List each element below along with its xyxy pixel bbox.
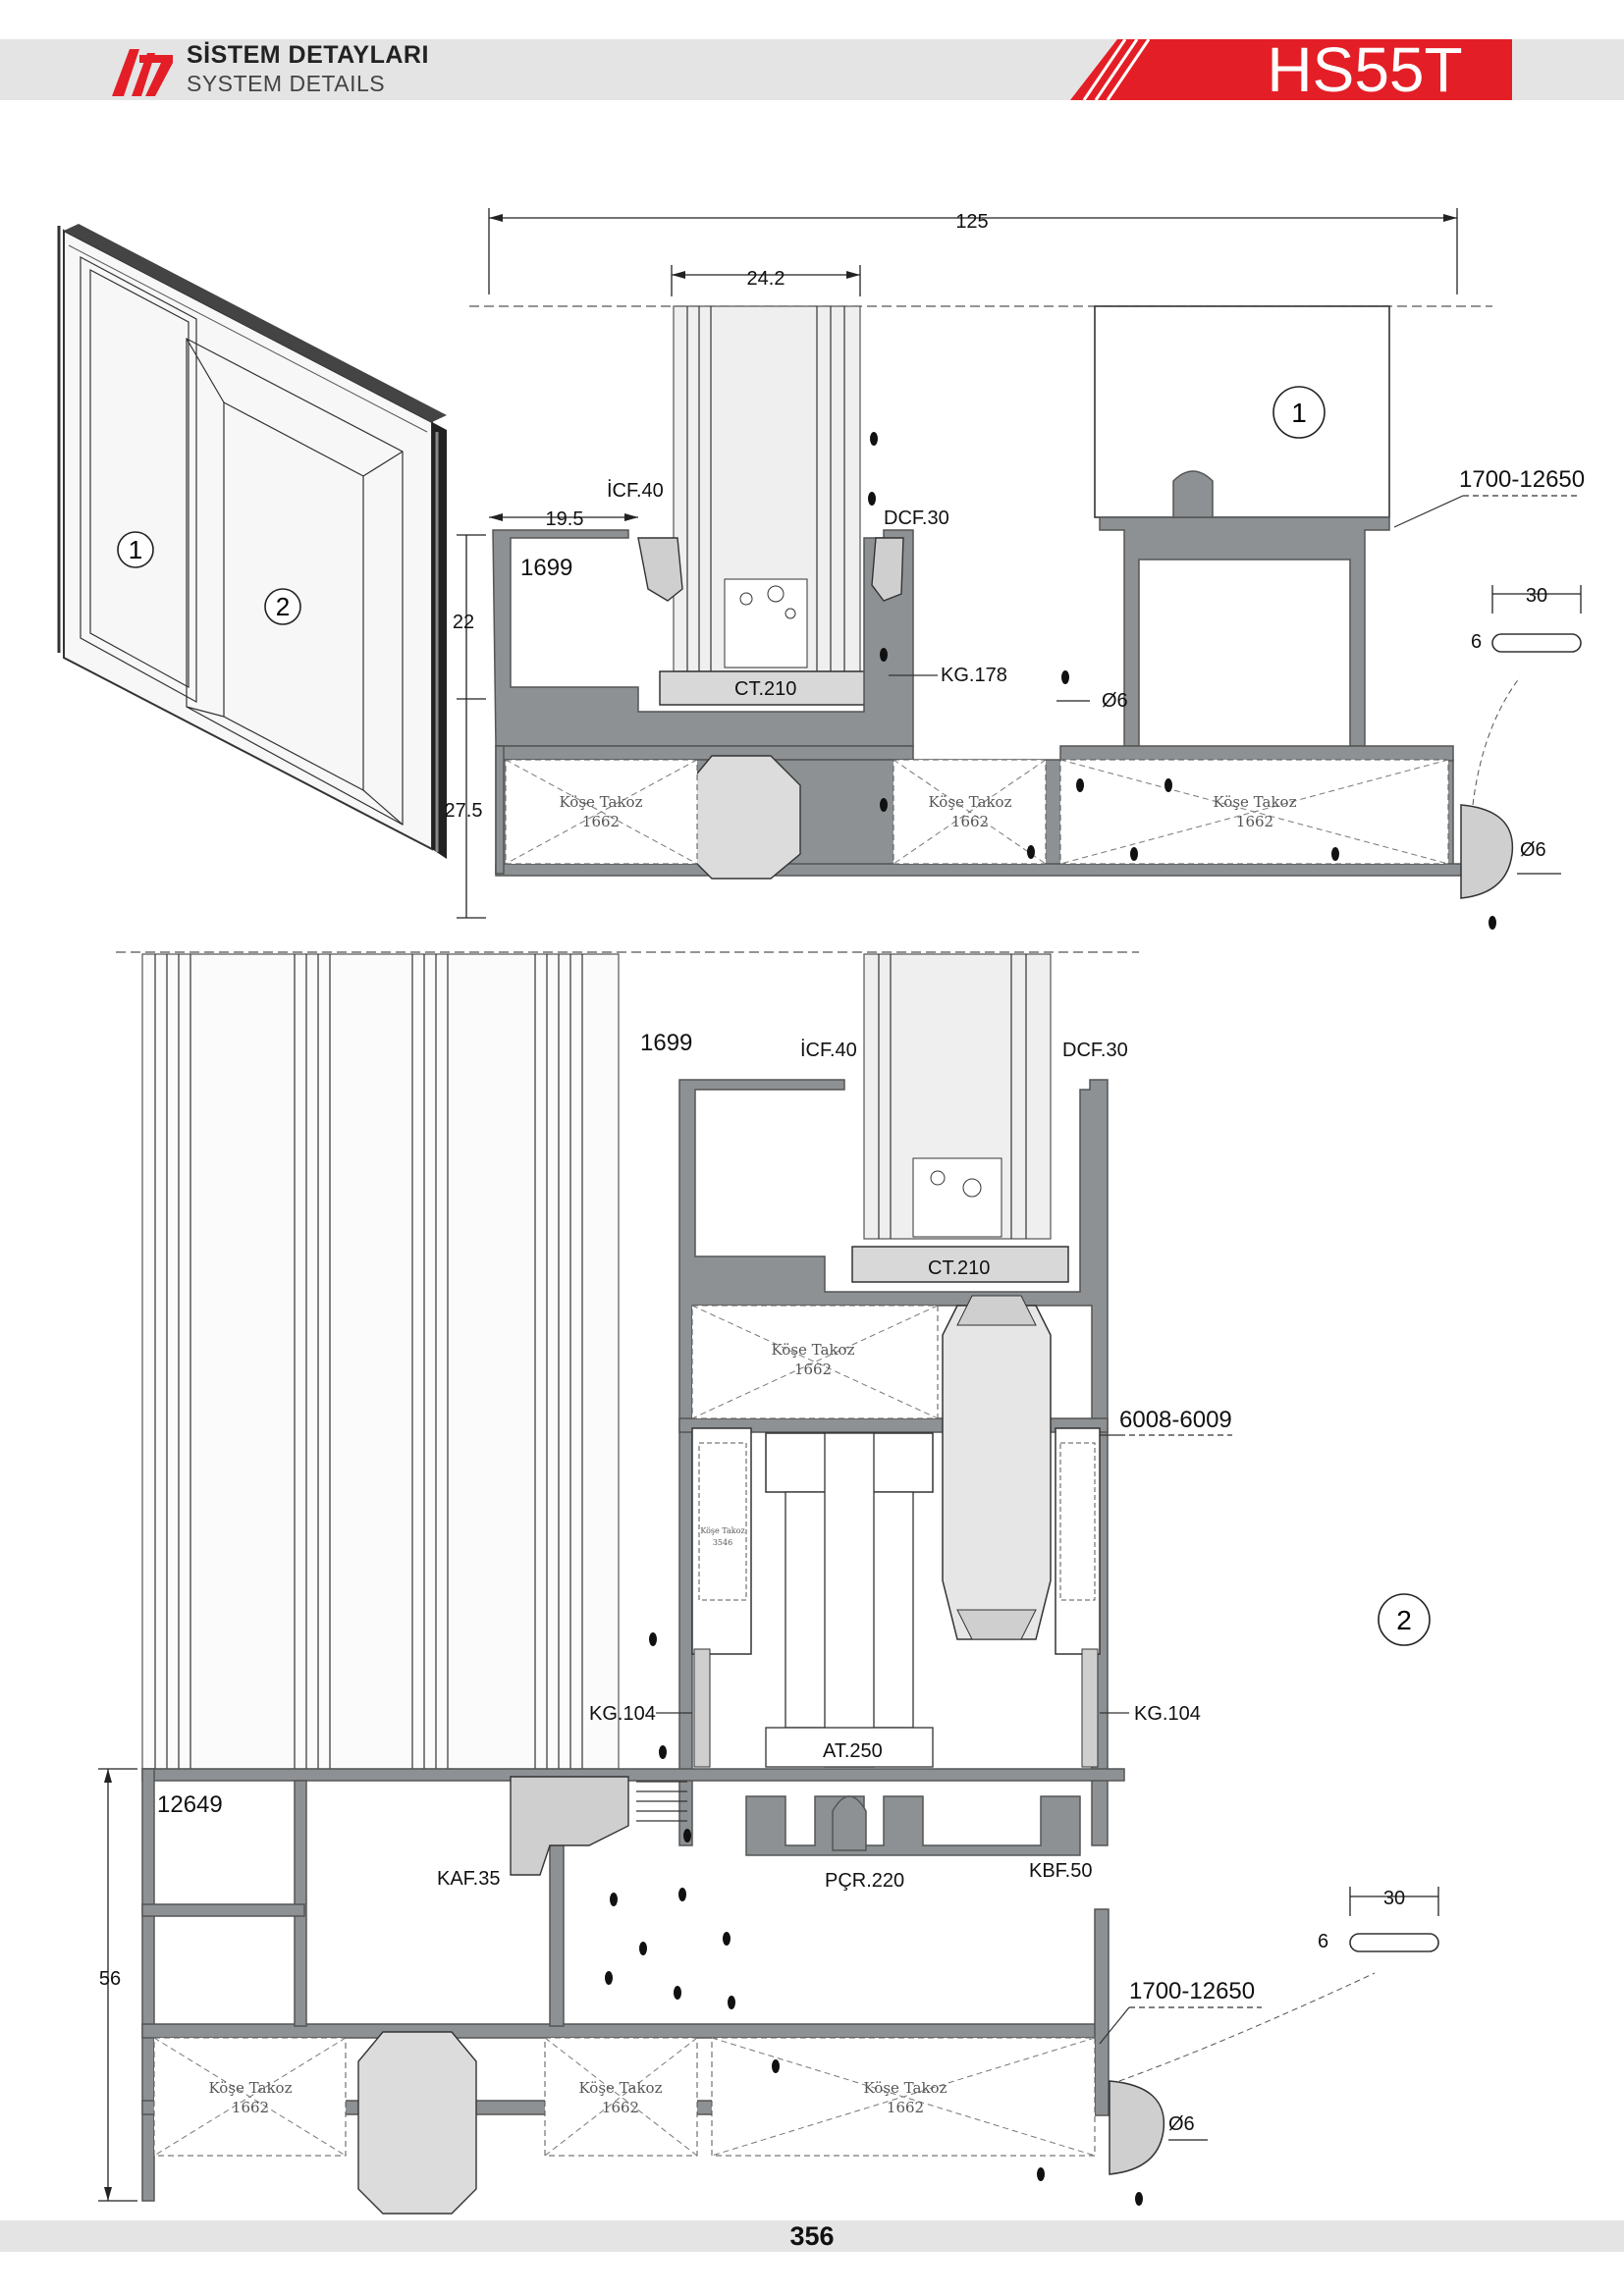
section-2-marker: 2 — [1396, 1605, 1412, 1635]
s2-label-frame: 1700-12650 — [1129, 1978, 1255, 2004]
perspective-marker-2: 2 — [276, 592, 290, 621]
s1-dim-gasket-height: 6 — [1471, 631, 1482, 653]
s2-cleat-number-2: 1662 — [602, 2099, 639, 2116]
s1-dim-height-lower: 27.5 — [445, 800, 483, 822]
s1-cleat-number: 1662 — [582, 813, 620, 830]
model-badge — [1070, 39, 1512, 100]
s1-label-frame: 1700-12650 — [1459, 466, 1585, 493]
s2-dim-gasket-height: 6 — [1318, 1931, 1328, 1952]
s2-cleat-label-top: Köşe Takoz — [772, 1341, 855, 1359]
s2-label-inner-gasket: İCF.40 — [800, 1039, 857, 1061]
s1-dim-frame-offset: 19.5 — [546, 508, 584, 530]
s2-cleat-number-3: 1662 — [887, 2099, 924, 2116]
s1-cleat-label-2: Köşe Takoz — [929, 793, 1012, 811]
s2-small-cleat-label: Köşe Takoz — [700, 1526, 744, 1535]
s1-dim-total-width: 125 — [955, 211, 988, 233]
section-1-drawing: Köşe Takoz 1662 Köşe Takoz 1662 Köşe Tak… — [445, 208, 1585, 930]
s1-dim-glass-width: 24.2 — [747, 268, 785, 290]
s1-dim-height-upper: 22 — [453, 612, 474, 633]
s2-small-cleat-number: 3546 — [713, 1538, 732, 1547]
s2-label-brush-gasket: KAF.35 — [437, 1868, 500, 1890]
section-2-drawing: Köşe Takoz 1662 Köşe Takoz 3546 — [98, 951, 1439, 2215]
s2-dim-gasket-width: 30 — [1383, 1888, 1405, 1909]
s1-dim-hole-dia-2: Ø6 — [1520, 839, 1546, 861]
perspective-marker-1: 1 — [129, 535, 142, 564]
header-title-tr: SİSTEM DETAYLARI — [187, 41, 429, 69]
s2-cleat-number-top: 1662 — [794, 1361, 832, 1378]
s2-cleat-label-3: Köşe Takoz — [864, 2079, 947, 2097]
s1-label-glazing-block: CT.210 — [734, 678, 796, 700]
s2-label-glazing-block: CT.210 — [928, 1257, 990, 1279]
page-number: 356 — [789, 2221, 835, 2251]
s2-dim-height: 56 — [99, 1968, 121, 1990]
section-1-marker: 1 — [1291, 398, 1307, 428]
s1-dim-gasket-width: 30 — [1526, 585, 1547, 607]
footer-band — [0, 2220, 1624, 2252]
header-title-en: SYSTEM DETAILS — [187, 71, 386, 96]
s2-label-sash: 1699 — [640, 1030, 692, 1056]
s1-label-gasket-kg: KG.178 — [941, 665, 1007, 686]
s2-dim-hole-dia: Ø6 — [1168, 2113, 1195, 2135]
s2-label-track: PÇR.220 — [825, 1870, 904, 1892]
s2-cleat-number-1: 1662 — [232, 2099, 269, 2116]
company-logo-icon — [112, 49, 173, 96]
model-label: HS55T — [1267, 34, 1463, 105]
perspective-view: 1 2 — [57, 224, 447, 859]
s1-cleat-number-2: 1662 — [951, 813, 989, 830]
s2-cleat-label-1: Köşe Takoz — [209, 2079, 293, 2097]
s1-cleat-number-3: 1662 — [1236, 813, 1273, 830]
s1-cleat-label-3: Köşe Takoz — [1214, 793, 1297, 811]
s2-label-outer-gasket: DCF.30 — [1062, 1040, 1128, 1061]
s2-label-interlock: 6008-6009 — [1119, 1407, 1232, 1433]
s1-cleat-label: Köşe Takoz — [560, 793, 643, 811]
s1-label-inner-gasket: İCF.40 — [607, 479, 664, 502]
s1-label-sash: 1699 — [520, 555, 572, 581]
s1-label-outer-gasket: DCF.30 — [884, 507, 949, 529]
s2-label-roller: AT.250 — [823, 1740, 883, 1762]
s2-label-gasket-right: KG.104 — [1134, 1703, 1201, 1725]
s2-label-wedge-gasket: KBF.50 — [1029, 1860, 1092, 1882]
s2-label-gasket-left: KG.104 — [589, 1703, 656, 1725]
s2-label-side-frame: 12649 — [157, 1791, 223, 1818]
s2-cleat-label-2: Köşe Takoz — [579, 2079, 663, 2097]
s1-dim-hole-dia: Ø6 — [1102, 690, 1128, 712]
